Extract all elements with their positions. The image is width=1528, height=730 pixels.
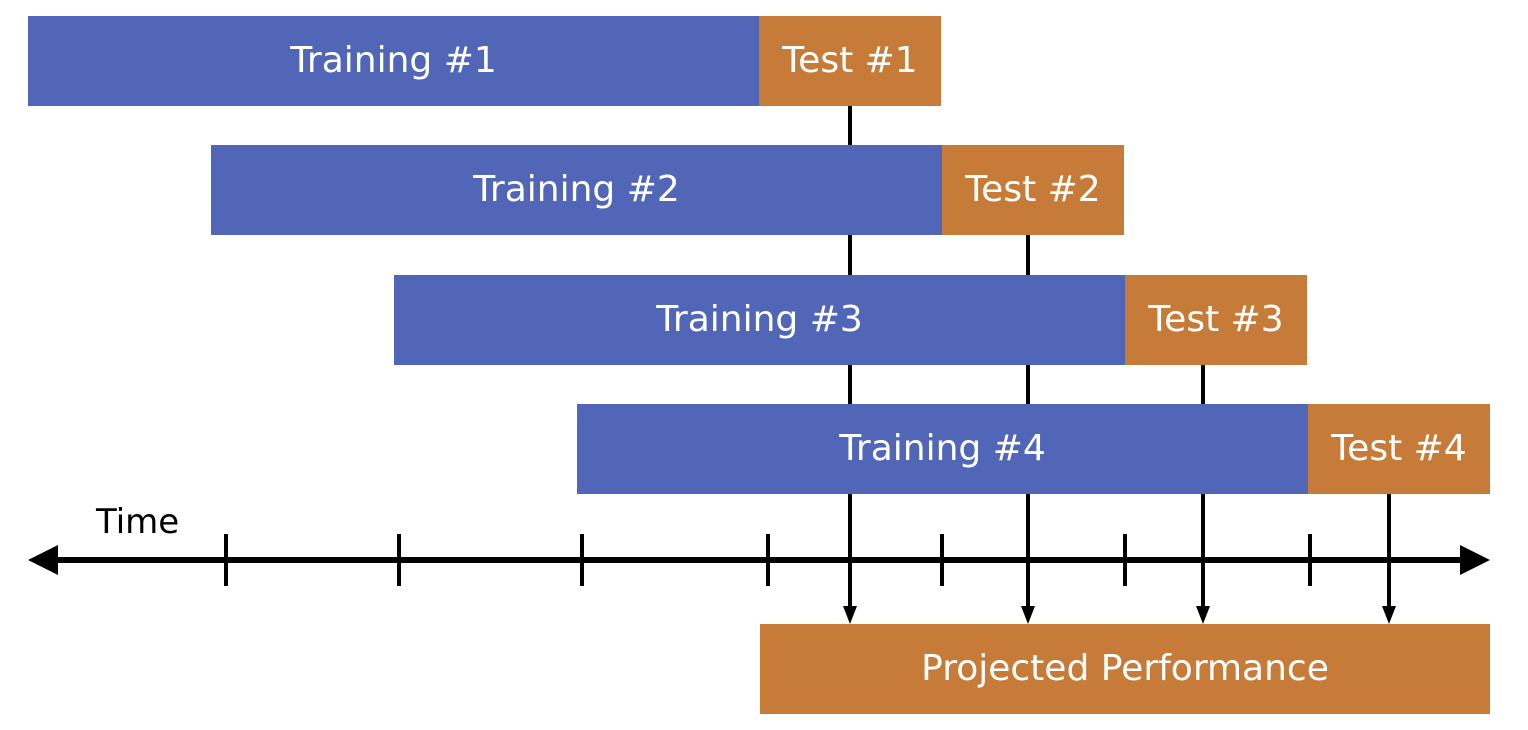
test-box-3: Test #3 — [1125, 275, 1307, 365]
test-label: Test #4 — [1331, 428, 1467, 469]
training-label: Training #4 — [839, 428, 1046, 469]
time-axis-label: Time — [96, 502, 180, 542]
training-label: Training #1 — [290, 40, 497, 81]
training-box-4: Training #4 — [577, 404, 1308, 494]
time-axis-right-arrowhead — [1460, 545, 1490, 575]
test-label: Test #3 — [1148, 299, 1284, 340]
training-box-2: Training #2 — [211, 145, 942, 235]
test-box-4: Test #4 — [1308, 404, 1490, 494]
projected-performance-label: Projected Performance — [921, 648, 1329, 689]
training-box-3: Training #3 — [394, 275, 1125, 365]
arrowhead-test-2 — [1021, 606, 1035, 624]
training-label: Training #3 — [656, 299, 863, 340]
arrowhead-test-3 — [1196, 606, 1210, 624]
test-label: Test #1 — [782, 40, 918, 81]
arrowhead-test-1 — [843, 606, 857, 624]
training-label: Training #2 — [473, 169, 680, 210]
time-axis-left-arrowhead — [28, 545, 58, 575]
test-box-2: Test #2 — [942, 145, 1124, 235]
arrowhead-test-4 — [1382, 606, 1396, 624]
test-label: Test #2 — [965, 169, 1101, 210]
projected-performance-box: Projected Performance — [760, 624, 1490, 714]
training-box-1: Training #1 — [28, 16, 759, 106]
test-box-1: Test #1 — [759, 16, 941, 106]
